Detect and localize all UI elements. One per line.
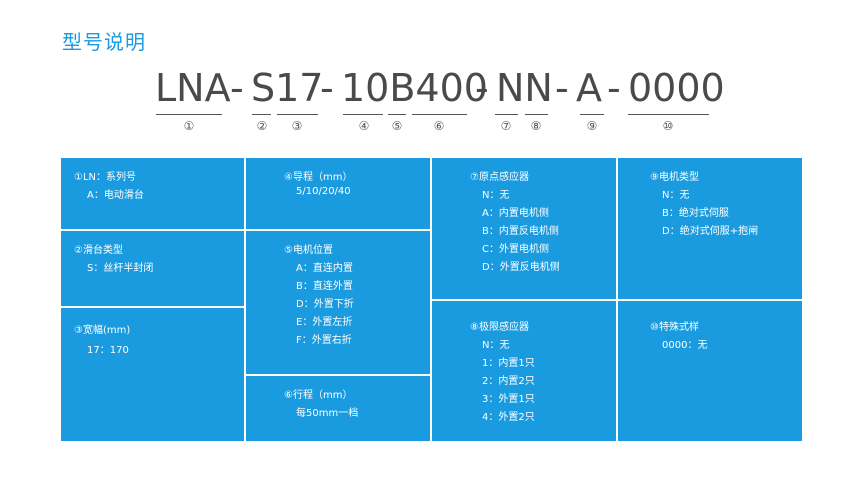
marker-10: ⑩ — [662, 119, 674, 133]
cell-heading: ⑩特殊式样 — [650, 322, 699, 333]
cell-line: 2：内置2只 — [482, 376, 535, 387]
cell-line: B：绝对式伺服 — [662, 208, 729, 219]
cell-heading: ⑦原点感应器 — [470, 172, 529, 183]
cell-series: ①LN：系列号 A：电动滑台 — [61, 158, 244, 229]
code-type-width: S17 — [251, 66, 324, 110]
underline-2 — [252, 114, 271, 115]
cell-line: 5/10/20/40 — [296, 186, 351, 197]
code-dash: - — [320, 66, 334, 110]
underline-6 — [412, 114, 467, 115]
cell-heading: ②滑台类型 — [74, 245, 123, 256]
cell-line: 3：外置1只 — [482, 394, 535, 405]
cell-line: N：无 — [482, 190, 510, 201]
cell-lead: ④导程（mm） 5/10/20/40 — [246, 158, 430, 229]
cell-stroke: ⑥行程（mm） 每50mm一档 — [246, 376, 430, 441]
underline-10 — [628, 114, 709, 115]
cell-line: N：无 — [482, 340, 510, 351]
code-motor-type: A — [576, 66, 602, 110]
marker-9: ⑨ — [586, 119, 598, 133]
cell-heading: ⑨电机类型 — [650, 172, 699, 183]
page-title: 型号说明 — [62, 30, 146, 54]
code-dash: - — [230, 66, 244, 110]
cell-line: A：电动滑台 — [87, 190, 144, 201]
marker-6: ⑥ — [433, 119, 445, 133]
cell-line: 1：内置1只 — [482, 358, 535, 369]
cell-width: ③宽幅(mm) 17：170 — [61, 308, 244, 441]
cell-line: E：外置左折 — [296, 317, 353, 328]
cell-line: F：外置右折 — [296, 335, 352, 346]
cell-heading: ⑤电机位置 — [284, 245, 333, 256]
code-dash: - — [555, 66, 569, 110]
cell-special: ⑩特殊式样 0000：无 — [618, 301, 802, 441]
cell-motor-position: ⑤电机位置 A：直连内置 B：直连外置 D：外置下折 E：外置左折 F：外置右折 — [246, 231, 430, 374]
underline-8 — [525, 114, 548, 115]
code-dash: - — [607, 66, 621, 110]
cell-heading: ③宽幅(mm) — [74, 325, 131, 336]
underline-1 — [156, 114, 222, 115]
code-lead-motor-stroke: 10B400 — [341, 66, 488, 110]
cell-origin-sensor: ⑦原点感应器 N：无 A：内置电机侧 B：内置反电机侧 C：外置电机侧 D：外置… — [432, 158, 616, 299]
cell-line: B：内置反电机侧 — [482, 226, 559, 237]
cell-heading: ⑧极限感应器 — [470, 322, 529, 333]
cell-limit-sensor: ⑧极限感应器 N：无 1：内置1只 2：内置2只 3：外置1只 4：外置2只 — [432, 301, 616, 441]
cell-line: 17：170 — [87, 345, 129, 356]
marker-1: ① — [183, 119, 195, 133]
cell-slide-type: ②滑台类型 S：丝杆半封闭 — [61, 231, 244, 306]
cell-line: 4：外置2只 — [482, 412, 535, 423]
cell-line: D：绝对式伺服+抱闸 — [662, 226, 759, 237]
cell-motor-type: ⑨电机类型 N：无 B：绝对式伺服 D：绝对式伺服+抱闸 — [618, 158, 802, 299]
code-sensors: NN — [496, 66, 553, 110]
marker-7: ⑦ — [500, 119, 512, 133]
cell-line: D：外置下折 — [296, 299, 354, 310]
underline-7 — [495, 114, 518, 115]
model-code: LNA - S17 - 10B400 - NN - A - 0000 — [0, 68, 859, 112]
spec-grid: ①LN：系列号 A：电动滑台 ②滑台类型 S：丝杆半封闭 ③宽幅(mm) 17：… — [61, 158, 802, 441]
cell-heading: ①LN：系列号 — [74, 172, 137, 183]
cell-line: S：丝杆半封闭 — [87, 263, 154, 274]
marker-8: ⑧ — [530, 119, 542, 133]
cell-line: B：直连外置 — [296, 281, 353, 292]
cell-line: C：外置电机侧 — [482, 244, 549, 255]
underline-3 — [277, 114, 318, 115]
underline-9 — [580, 114, 604, 115]
cell-line: D：外置反电机侧 — [482, 262, 560, 273]
cell-heading: ④导程（mm） — [284, 172, 353, 183]
code-dash: - — [475, 66, 489, 110]
cell-line: A：直连内置 — [296, 263, 353, 274]
underline-4 — [343, 114, 383, 115]
cell-line: 0000：无 — [662, 340, 708, 351]
cell-line: 每50mm一档 — [296, 408, 359, 419]
marker-2: ② — [256, 119, 268, 133]
cell-line: A：内置电机侧 — [482, 208, 549, 219]
marker-3: ③ — [291, 119, 303, 133]
cell-heading: ⑥行程（mm） — [284, 390, 353, 401]
code-series: LNA — [155, 66, 231, 110]
marker-5: ⑤ — [391, 119, 403, 133]
marker-4: ④ — [358, 119, 370, 133]
cell-line: N：无 — [662, 190, 690, 201]
underline-5 — [388, 114, 406, 115]
code-special: 0000 — [628, 66, 725, 110]
